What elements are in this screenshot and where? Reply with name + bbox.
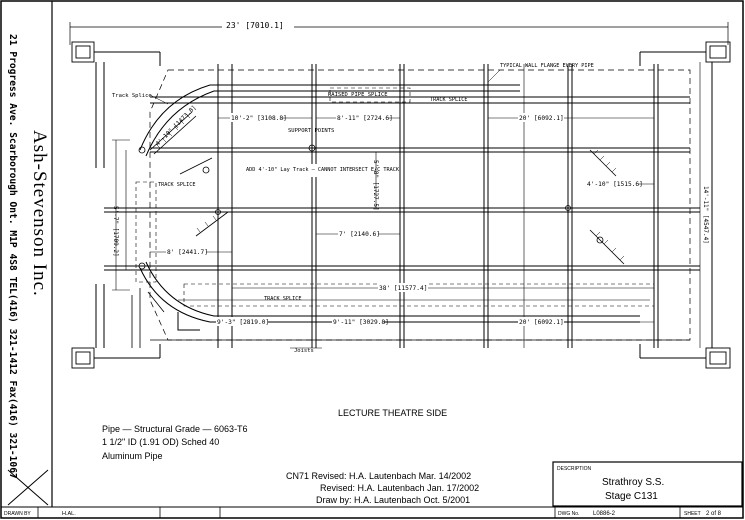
company-name: Ash-Stevenson Inc. (29, 130, 50, 297)
dim-1: 10'-2" [3108.8] (231, 115, 287, 122)
drawn-by-value: H.AL. (62, 511, 76, 517)
title-block: DESCRIPTION Strathroy S.S. Stage C131 (552, 461, 743, 507)
note-track-splice-left: TRACK SPLICE (158, 182, 195, 188)
overall-dim-label: 23' [7010.1] (226, 21, 284, 30)
note-track-splice-bottom: TRACK SPLICE (264, 296, 301, 302)
walls (94, 51, 713, 359)
dimension-labels: 10'-2" [3108.8] 8'-11" [2724.6] 20' [609… (112, 104, 709, 326)
note-joists: Joists (294, 348, 314, 354)
revision-line-1: CN71 Revised: H.A. Lautenbach Mar. 14/20… (286, 471, 471, 481)
dim-4: 4'-10" [1473.8] (154, 104, 197, 147)
dwg-no-label: DWG No. (558, 511, 579, 517)
dim-9: 38' [11577.4] (379, 285, 427, 292)
project-name: Strathroy S.S. (602, 477, 664, 488)
dim-2: 8'-11" [2724.6] (337, 115, 393, 122)
track-curves (139, 84, 650, 331)
overall-dimension: 23' [7010.1] (69, 20, 729, 45)
note-typical-wall-flange: TYPICAL WALL FLANGE EVERY PIPE (500, 63, 594, 69)
dim-7: 8' [2441.7] (167, 249, 208, 256)
note-support-points: SUPPORT POINTS (288, 128, 334, 134)
drawn-by-label: DRAWN BY (4, 511, 31, 517)
revision-line-2: Revised: H.A. Lautenbach Jan. 17/2002 (320, 483, 479, 493)
dim-6: 7' [2140.6] (339, 231, 380, 238)
left-dim-lines (112, 139, 130, 291)
note-track-splice-top: TRACK SPLICE (430, 97, 467, 103)
dim-5: 4'-10" [1515.6] (587, 181, 643, 188)
description-label: DESCRIPTION (557, 466, 592, 472)
note-track-splice-tl: Track Splice (112, 93, 152, 99)
brace-ticks (155, 113, 625, 261)
side-label: LECTURE THEATRE SIDE (338, 408, 447, 418)
note-line-2: 1 1/2" ID (1.91 OD) Sched 40 (102, 437, 219, 447)
dim-11: 9'-11" [3029.8] (333, 319, 389, 326)
cross-mark-icon (7, 469, 49, 506)
dwg-no-value: L0886-2 (593, 511, 616, 517)
dim-v1: 5'-7" [1709.2] (112, 206, 119, 257)
material-notes: Pipe — Structural Grade — 6063-T6 1 1/2"… (102, 424, 248, 461)
dim-12: 20' [6092.1] (519, 319, 564, 326)
dim-8: 5'-8" [1727.5] (372, 160, 379, 211)
joists-vertical (217, 64, 659, 348)
bottom-strip: DRAWN BY H.AL. DWG No. L0886-2 SHEET 2 o… (4, 507, 722, 518)
dim-3: 20' [6092.1] (519, 115, 564, 122)
pipes-horizontal (104, 96, 700, 341)
room-outline (149, 69, 691, 341)
dim-10: 9'-3" [2819.0] (217, 319, 269, 326)
revision-notes: CN71 Revised: H.A. Lautenbach Mar. 14/20… (286, 471, 479, 505)
note-line-3: Aluminum Pipe (102, 451, 163, 461)
annotations: Track Splice RAISED PIPE SPLICE TRACK SP… (112, 63, 594, 354)
note-add-track: ADD 4'-10" Lay Track — CANNOT INTERSECT … (246, 167, 400, 173)
revision-line-3: Draw by: H.A. Lautenbach Oct. 5/2001 (316, 495, 470, 505)
dim-v-right: 14'-11" [4547.4] (702, 186, 709, 244)
support-points (138, 144, 604, 270)
company-address: 21 Progress Ave. Scarborough Ont. M1P 4S… (7, 34, 18, 479)
sheet-label: SHEET (684, 511, 701, 517)
diagonal-braces (147, 111, 625, 313)
note-line-1: Pipe — Structural Grade — 6063-T6 (102, 424, 248, 434)
sheet-value: 2 of 8 (706, 511, 722, 517)
note-raised-pipe-splice: RAISED PIPE SPLICE (328, 92, 388, 98)
stage-name: Stage C131 (605, 491, 658, 502)
inner-dashed-boxes (135, 87, 655, 307)
